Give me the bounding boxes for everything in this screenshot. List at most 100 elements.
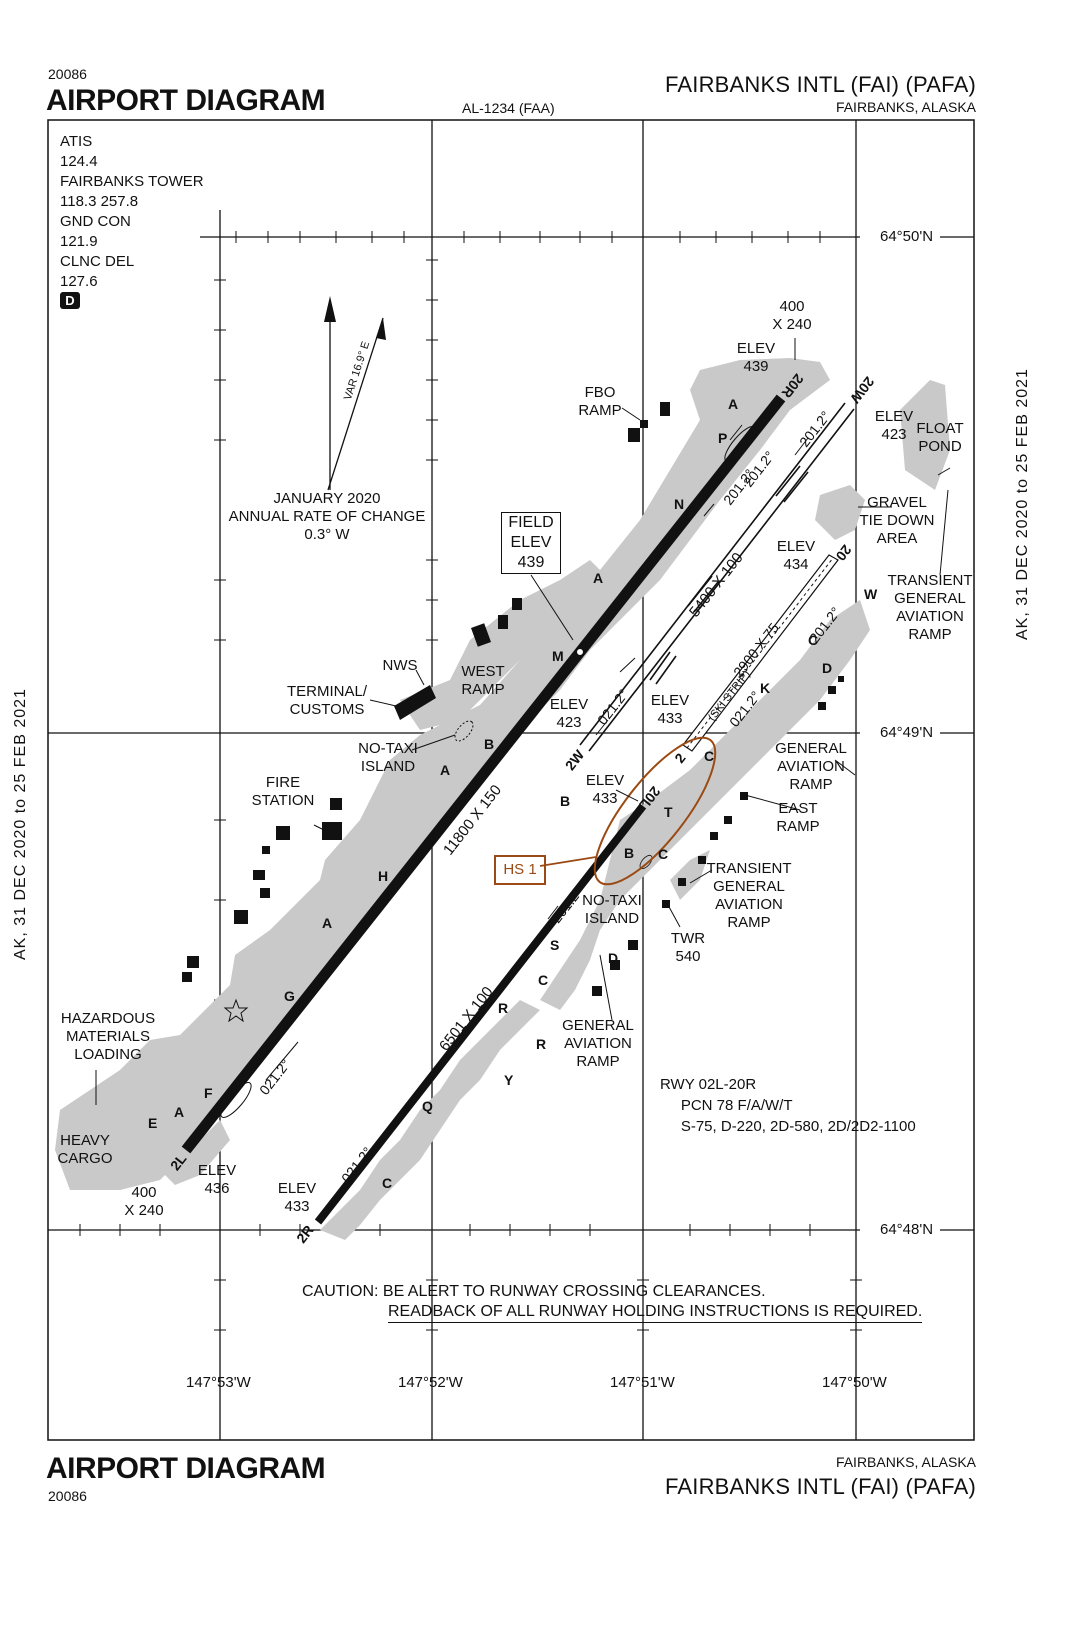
grid-ticks bbox=[79, 231, 862, 1331]
runway-2r-20l bbox=[314, 803, 647, 1225]
star-symbol bbox=[223, 998, 249, 1023]
hot-spot-ellipse bbox=[593, 736, 717, 886]
page-title: AIRPORT DIAGRAM bbox=[46, 84, 326, 117]
no-taxi-island-label-1: NO-TAXI ISLAND bbox=[358, 740, 418, 775]
taxiway-label: A bbox=[440, 762, 451, 778]
crossover-loops bbox=[220, 426, 756, 1118]
field-elev-marker bbox=[576, 648, 584, 656]
field-elevation-box: FIELD ELEV 439 bbox=[501, 512, 561, 574]
d-atis-badge: D bbox=[60, 292, 80, 309]
taxiway-label: Q bbox=[422, 1098, 433, 1114]
runway-2l-20r bbox=[181, 394, 786, 1154]
taxiway-label: D bbox=[608, 950, 619, 966]
procedure-number: 20086 bbox=[48, 66, 87, 82]
taxiway-label: B bbox=[624, 845, 635, 861]
elev-2l: ELEV 436 bbox=[197, 1162, 237, 1197]
lat-label-3: 64°48'N bbox=[880, 1221, 934, 1238]
taxiway-label: C bbox=[658, 846, 669, 862]
gravel-tie-down bbox=[815, 485, 865, 540]
tower-label: TWR 540 bbox=[670, 930, 706, 965]
footer-procedure-number: 20086 bbox=[48, 1488, 87, 1504]
taxiway-label: D bbox=[822, 660, 833, 676]
heavy-cargo-label: HEAVY CARGO bbox=[57, 1132, 113, 1167]
north-arrow-true bbox=[324, 296, 336, 490]
float-pond bbox=[900, 380, 950, 490]
taxiway-label: B bbox=[484, 736, 495, 752]
west-ramp-label: WEST RAMP bbox=[461, 663, 505, 698]
taxiway-label: P bbox=[718, 430, 728, 446]
hot-spot-hs1[interactable]: HS 1 bbox=[494, 855, 546, 885]
float-pond-label: FLOAT POND bbox=[916, 420, 964, 455]
elev-20l: ELEV 433 bbox=[585, 772, 625, 807]
taxiway-label: Y bbox=[504, 1072, 514, 1088]
terminal-customs-label: TERMINAL/ CUSTOMS bbox=[286, 683, 367, 718]
runway-2r-taxiway bbox=[320, 1000, 540, 1240]
taxiway-label: C bbox=[382, 1175, 393, 1191]
caution-line-1: CAUTION: BE ALERT TO RUNWAY CROSSING CLE… bbox=[302, 1283, 766, 1300]
footer-location: FAIRBANKS, ALASKA bbox=[835, 1454, 976, 1470]
east-ramp bbox=[540, 600, 870, 1010]
taxiway-label: A bbox=[174, 1104, 185, 1120]
ga-ramp-label-1: GENERAL AVIATION RAMP bbox=[775, 740, 847, 793]
runway-pcn-info: RWY 02L-20R PCN 78 F/A/W/T S-75, D-220, … bbox=[660, 1076, 916, 1135]
airport-name: FAIRBANKS INTL (FAI) (PAFA) bbox=[664, 72, 976, 97]
annual-rate-of-change: JANUARY 2020 ANNUAL RATE OF CHANGE 0.3° … bbox=[228, 490, 426, 543]
caution-line-2: READBACK OF ALL RUNWAY HOLDING INSTRUCTI… bbox=[388, 1303, 923, 1323]
taxiway-label: A bbox=[322, 915, 333, 931]
transient-ga-ramp-label-2: TRANSIENT GENERAL AVIATION RAMP bbox=[706, 860, 792, 931]
hot-spot-leader bbox=[539, 856, 597, 867]
validity-right: AK, 31 DEC 2020 to 25 FEB 2021 bbox=[1014, 368, 1031, 640]
elev-20: ELEV 434 bbox=[776, 538, 816, 573]
taxiway-label: E bbox=[148, 1115, 158, 1131]
no-taxi-island-label-2: NO-TAXI ISLAND bbox=[582, 892, 642, 927]
fbo-ramp-label: FBO RAMP bbox=[578, 384, 622, 419]
runway-2w-20w bbox=[579, 402, 855, 752]
overrun-20r: 400 X 240 bbox=[772, 298, 812, 333]
taxiway-label: K bbox=[760, 680, 771, 696]
west-apron bbox=[55, 358, 830, 1190]
cargo-ramp bbox=[160, 1120, 230, 1185]
validity-left: AK, 31 DEC 2020 to 25 FEB 2021 bbox=[12, 688, 29, 960]
map-frame bbox=[47, 119, 975, 1441]
buildings bbox=[182, 402, 844, 996]
elev-20w: ELEV 423 bbox=[874, 408, 914, 443]
fire-station-label: FIRE STATION bbox=[251, 774, 315, 809]
lat-label-2: 64°49'N bbox=[880, 724, 934, 741]
taxiway-label: C bbox=[808, 632, 819, 648]
taxiway-label: N bbox=[674, 496, 685, 512]
elev-2r: ELEV 433 bbox=[277, 1180, 317, 1215]
taxiway-label: R bbox=[536, 1036, 547, 1052]
taxiway-label: F bbox=[204, 1085, 213, 1101]
hazmat-label: HAZARDOUS MATERIALS LOADING bbox=[60, 1010, 156, 1063]
taxiway-label: H bbox=[378, 868, 389, 884]
ga-ramp-label-2: GENERAL AVIATION RAMP bbox=[562, 1017, 634, 1070]
footer-airport-name: FAIRBANKS INTL (FAI) (PAFA) bbox=[664, 1474, 976, 1499]
east-ramp-label: EAST RAMP bbox=[776, 800, 820, 835]
taxiway-label: T bbox=[664, 804, 673, 820]
lon-label-2: 147°52'W bbox=[398, 1374, 463, 1391]
leader-lines bbox=[95, 338, 951, 1105]
taxiway-label: M bbox=[552, 648, 564, 664]
runway-2-20-ski-strip bbox=[682, 554, 839, 752]
taxiway-label: B bbox=[560, 793, 571, 809]
taxiway-label: R bbox=[498, 1000, 509, 1016]
airport-location: FAIRBANKS, ALASKA bbox=[835, 99, 976, 115]
gravel-tie-down-label: GRAVEL TIE DOWN AREA bbox=[859, 494, 935, 547]
hold-lines bbox=[649, 465, 809, 685]
taxiway-label: G bbox=[284, 988, 295, 1004]
lon-label-4: 147°50'W bbox=[822, 1374, 887, 1391]
overrun-2l: 400 X 240 bbox=[124, 1184, 164, 1219]
lon-label-1: 147°53'W bbox=[186, 1374, 251, 1391]
elev-20r: ELEV 439 bbox=[736, 340, 776, 375]
nws-label: NWS bbox=[382, 657, 418, 674]
elev-2: ELEV 433 bbox=[650, 692, 690, 727]
paved-areas bbox=[55, 358, 950, 1240]
taxiway-label: A bbox=[728, 396, 739, 412]
chart-id: AL-1234 (FAA) bbox=[462, 100, 555, 116]
taxiway-label: W bbox=[864, 586, 878, 602]
elev-2w: ELEV 423 bbox=[549, 696, 589, 731]
no-taxi-island-west bbox=[454, 720, 474, 742]
lat-label-1: 64°50'N bbox=[880, 228, 934, 245]
taxiway-label: C bbox=[538, 972, 549, 988]
